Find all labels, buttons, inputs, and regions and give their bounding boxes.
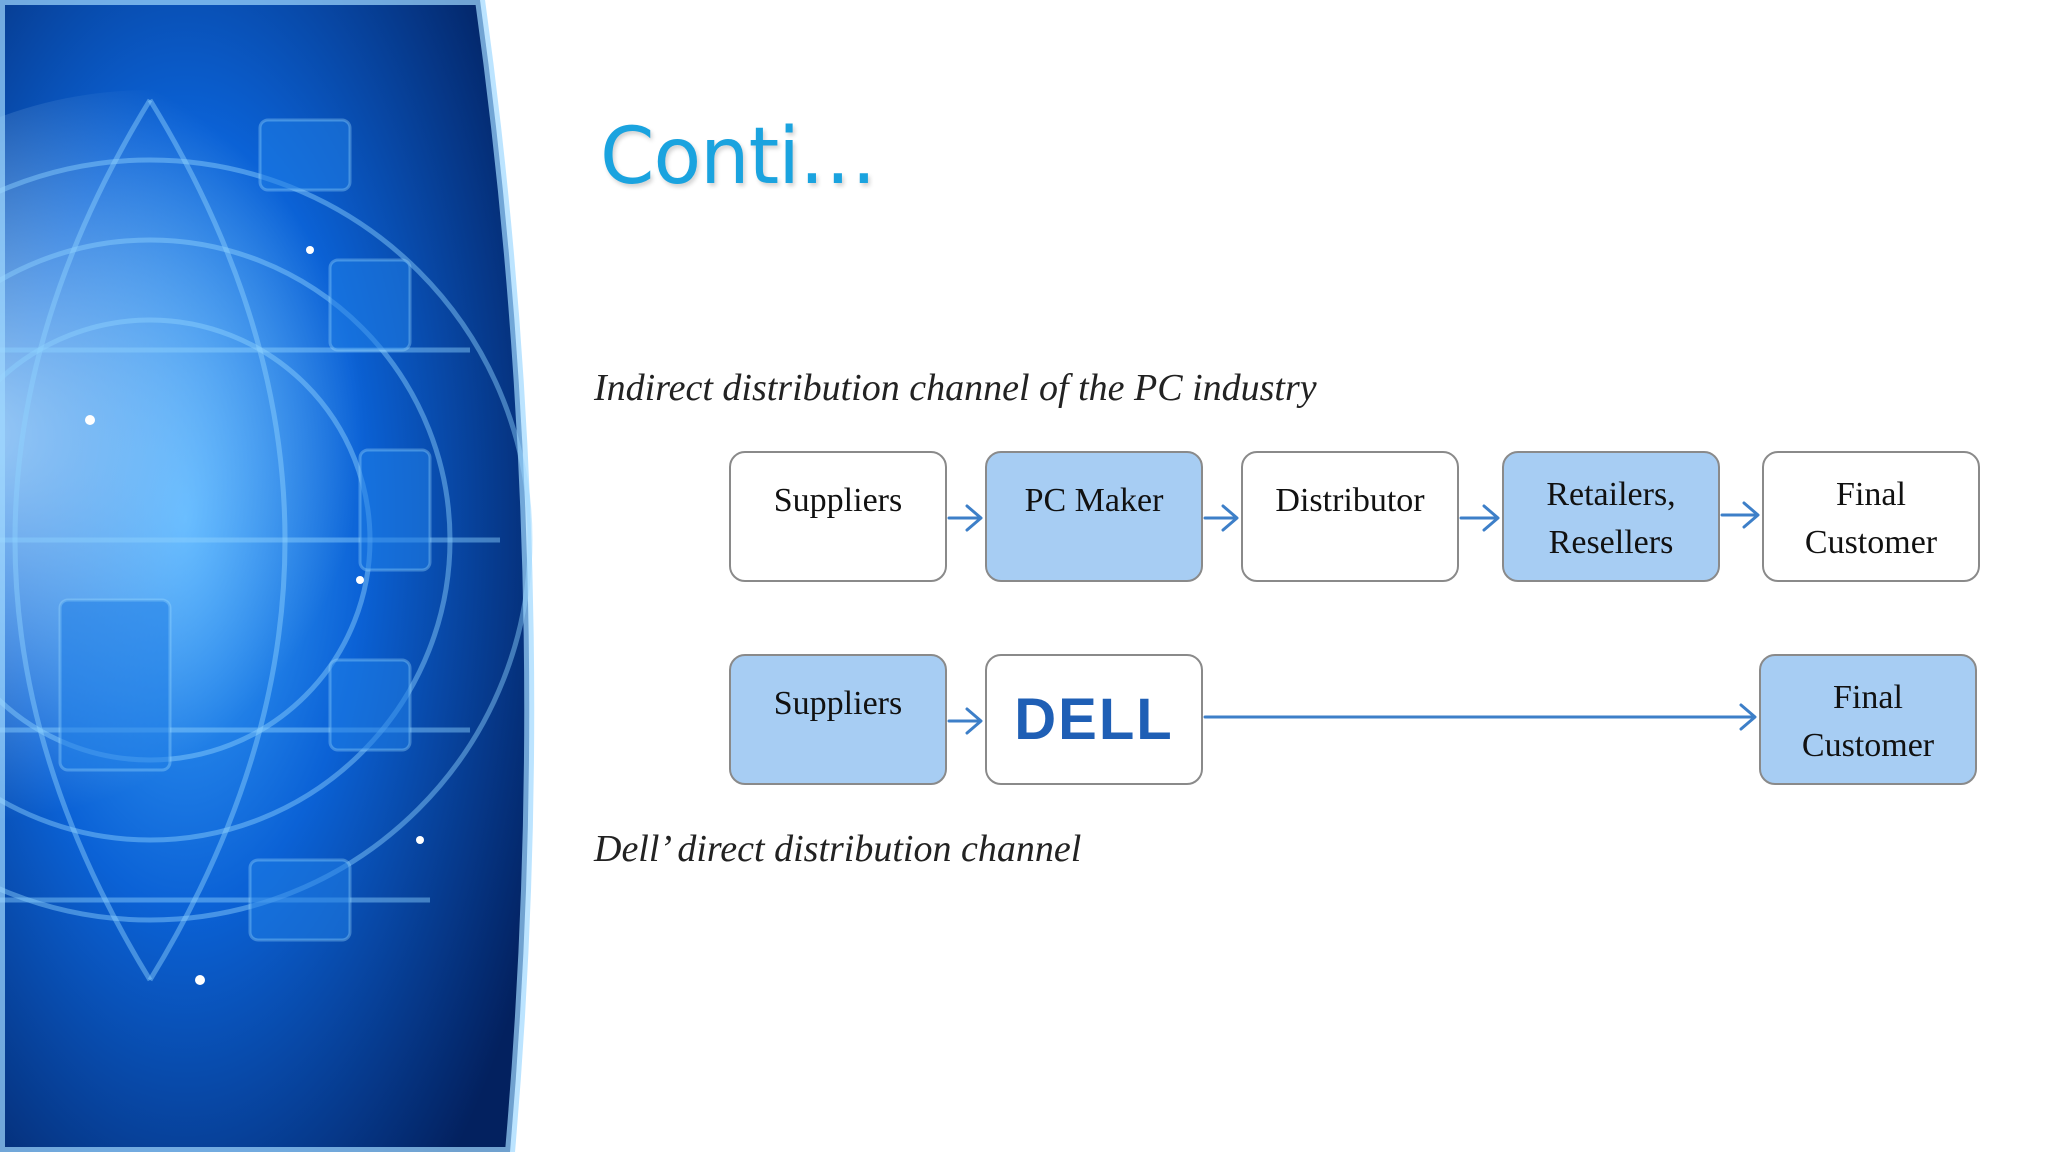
indirect-channel-caption: Indirect distribution channel of the PC … xyxy=(594,367,1317,409)
node-label: Retailers, Resellers xyxy=(1546,476,1676,561)
node-label: Final Customer xyxy=(1804,476,1938,561)
arrow-retailers-to-customer-icon xyxy=(1720,501,1760,529)
globe-background-image xyxy=(0,0,560,1152)
arrow-distributor-to-retailers-icon xyxy=(1459,504,1500,532)
node-label: Distributor xyxy=(1275,482,1425,519)
node-label: PC Maker xyxy=(1024,482,1164,519)
dell-logo: DELL xyxy=(1014,686,1174,752)
arrow-pc-maker-to-distributor-icon xyxy=(1203,504,1239,532)
direct-final-customer-node: Final Customer xyxy=(1759,654,1977,785)
indirect-distributor-node: Distributor xyxy=(1241,451,1459,582)
arrow-suppliers-to-pc-maker-icon xyxy=(947,504,983,532)
indirect-final-customer-node: Final Customer xyxy=(1762,451,1980,582)
slide-title: Conti… xyxy=(600,112,877,202)
indirect-suppliers-node: Suppliers xyxy=(729,451,947,582)
node-label: Suppliers xyxy=(773,685,903,722)
direct-channel-caption: Dell’ direct distribution channel xyxy=(594,828,1082,870)
node-label: Final Customer xyxy=(1801,679,1935,764)
direct-suppliers-node: Suppliers xyxy=(729,654,947,785)
arrow-dell-to-customer-icon xyxy=(1203,703,1757,731)
dell-node: DELL xyxy=(985,654,1203,785)
arrow-suppliers-to-dell-icon xyxy=(947,707,983,735)
globe-illustration xyxy=(0,0,560,1152)
indirect-retailers-node: Retailers, Resellers xyxy=(1502,451,1720,582)
node-label: Suppliers xyxy=(773,482,903,519)
indirect-pc-maker-node: PC Maker xyxy=(985,451,1203,582)
